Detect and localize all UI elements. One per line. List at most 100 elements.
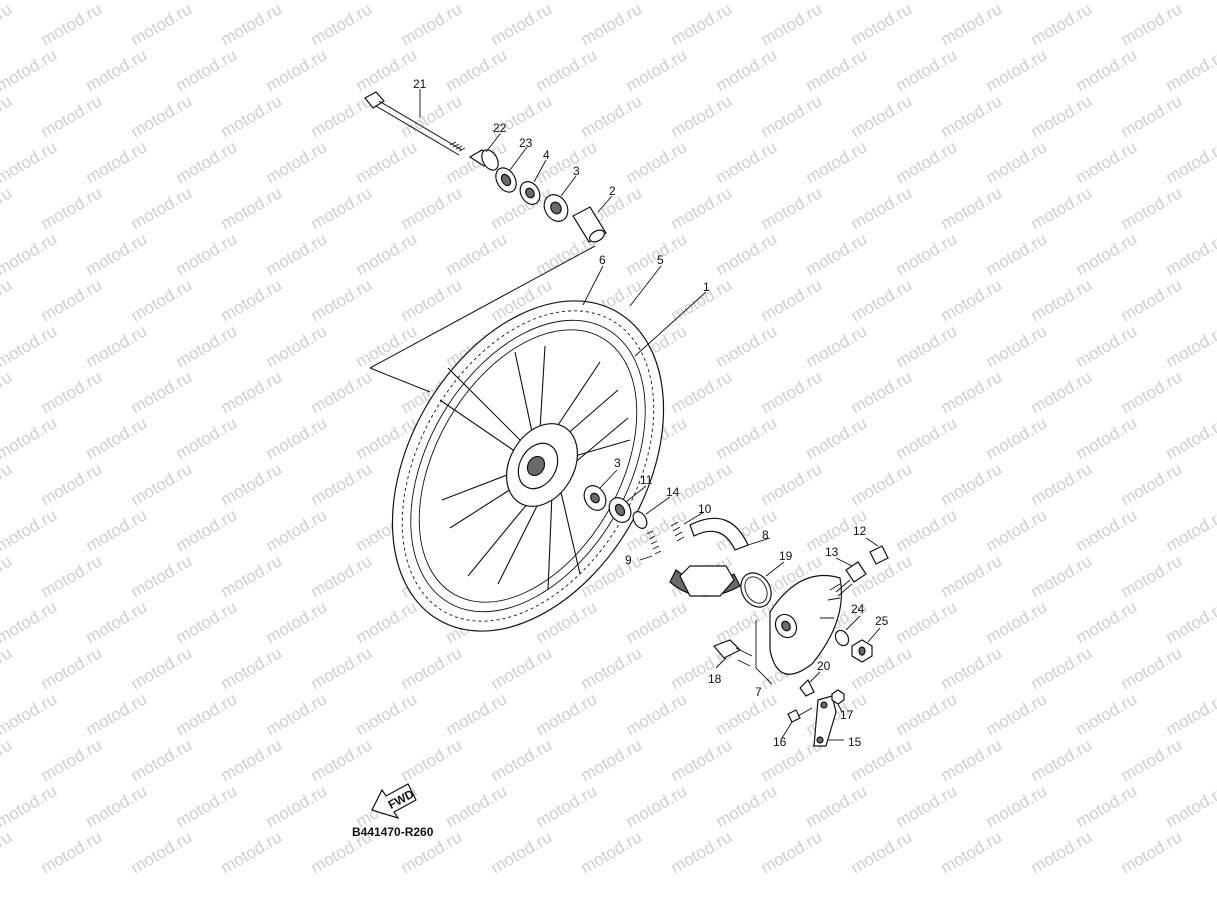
watermark-text: motod.ru: [938, 0, 1006, 49]
watermark-text: motod.ru: [128, 275, 196, 325]
watermark-text: motod.ru: [758, 459, 826, 509]
watermark-text: motod.ru: [0, 0, 15, 49]
collar-22: [468, 149, 499, 171]
watermark-text: motod.ru: [263, 321, 331, 371]
watermark-text: motod.ru: [0, 413, 60, 463]
callout-8: 8: [762, 528, 769, 542]
watermark-text: motod.ru: [938, 367, 1006, 417]
watermark-text: motod.ru: [0, 597, 60, 647]
callout-3-lower: 3: [614, 456, 621, 470]
watermark-text: motod.ru: [218, 91, 286, 141]
watermark-text: motod.ru: [758, 183, 826, 233]
watermark-text: motod.ru: [983, 413, 1051, 463]
watermark-text: motod.ru: [758, 275, 826, 325]
watermark-text: motod.ru: [1028, 459, 1096, 509]
watermark-text: motod.ru: [308, 183, 376, 233]
watermark-text: motod.ru: [533, 781, 601, 831]
watermark-text: motod.ru: [0, 827, 15, 877]
watermark-text: motod.ru: [1073, 321, 1141, 371]
brake-shoes-8: [669, 517, 771, 597]
watermark-text: motod.ru: [83, 597, 151, 647]
washer-24: [834, 615, 861, 647]
watermark-text: motod.ru: [713, 137, 781, 187]
watermark-text: motod.ru: [1163, 45, 1217, 95]
watermark-text: motod.ru: [443, 781, 511, 831]
watermark-text: motod.ru: [623, 137, 691, 187]
watermark-text: motod.ru: [398, 643, 466, 693]
brake-lever-15: [813, 695, 844, 747]
watermark-text: motod.ru: [893, 137, 961, 187]
watermark-text: motod.ru: [578, 735, 646, 785]
callout-7: 7: [755, 685, 762, 699]
callout-17: 17: [840, 708, 854, 722]
watermark-text: motod.ru: [983, 137, 1051, 187]
bearing-3-lower: [583, 469, 618, 511]
watermark-text: motod.ru: [128, 0, 196, 49]
watermark-text: motod.ru: [1118, 459, 1186, 509]
watermark-text: motod.ru: [128, 367, 196, 417]
watermark-text: motod.ru: [983, 45, 1051, 95]
watermark-text: motod.ru: [1163, 321, 1217, 371]
watermark-text: motod.ru: [308, 551, 376, 601]
watermark-text: motod.ru: [1028, 735, 1096, 785]
watermark-text: motod.ru: [893, 781, 961, 831]
watermark-text: motod.ru: [1118, 367, 1186, 417]
watermark-text: motod.ru: [263, 229, 331, 279]
watermark-text: motod.ru: [803, 45, 871, 95]
watermark-text: motod.ru: [1028, 643, 1096, 693]
watermark-text: motod.ru: [308, 0, 376, 49]
watermark-text: motod.ru: [893, 597, 961, 647]
watermark-text: motod.ru: [0, 505, 60, 555]
watermark-text: motod.ru: [1073, 781, 1141, 831]
callout-20: 20: [817, 659, 831, 673]
watermark-text: motod.ru: [1073, 505, 1141, 555]
axle-bolt-21: [364, 91, 466, 156]
watermark-text: motod.ru: [668, 91, 736, 141]
watermark-text: motod.ru: [38, 91, 106, 141]
nut-17: [831, 689, 845, 713]
watermark-text: motod.ru: [128, 827, 196, 877]
watermark-text: motod.ru: [173, 781, 241, 831]
watermark-text: motod.ru: [218, 0, 286, 49]
watermark-text: motod.ru: [668, 367, 736, 417]
watermark-text: motod.ru: [758, 0, 826, 49]
watermark-text: motod.ru: [533, 45, 601, 95]
watermark-text: motod.ru: [1118, 91, 1186, 141]
watermark-text: motod.ru: [1118, 643, 1186, 693]
watermark-text: motod.ru: [83, 781, 151, 831]
watermark-text: motod.ru: [353, 597, 421, 647]
watermark-text: motod.ru: [263, 505, 331, 555]
watermark-text: motod.ru: [173, 505, 241, 555]
watermark-text: motod.ru: [218, 183, 286, 233]
watermark-text: motod.ru: [758, 91, 826, 141]
watermark-text: motod.ru: [38, 827, 106, 877]
watermark-text: motod.ru: [488, 0, 556, 49]
watermark-text: motod.ru: [173, 137, 241, 187]
watermark-text: motod.ru: [38, 367, 106, 417]
watermark-text: motod.ru: [398, 91, 466, 141]
watermark-text: motod.ru: [848, 183, 916, 233]
watermark-text: motod.ru: [1163, 505, 1217, 555]
watermark-text: motod.ru: [983, 229, 1051, 279]
watermark-text: motod.ru: [623, 781, 691, 831]
watermark-text: motod.ru: [353, 229, 421, 279]
callout-24: 24: [851, 602, 865, 616]
watermark-text: motod.ru: [38, 735, 106, 785]
watermark-text: motod.ru: [1073, 45, 1141, 95]
wheel-hub: [506, 423, 578, 507]
watermark-text: motod.ru: [578, 0, 646, 49]
watermark-text: motod.ru: [0, 551, 15, 601]
watermark-text: motod.ru: [308, 735, 376, 785]
callout-4: 4: [543, 148, 550, 162]
watermark-text: motod.ru: [308, 91, 376, 141]
watermark-text: motod.ru: [713, 321, 781, 371]
watermark-text: motod.ru: [1118, 275, 1186, 325]
watermark-text: motod.ru: [848, 827, 916, 877]
callout-21: 21: [413, 77, 427, 91]
callout-12: 12: [853, 524, 867, 538]
watermark-text: motod.ru: [983, 689, 1051, 739]
watermark-text: motod.ru: [443, 229, 511, 279]
watermark-text: motod.ru: [173, 321, 241, 371]
watermark-text: motod.ru: [1163, 413, 1217, 463]
